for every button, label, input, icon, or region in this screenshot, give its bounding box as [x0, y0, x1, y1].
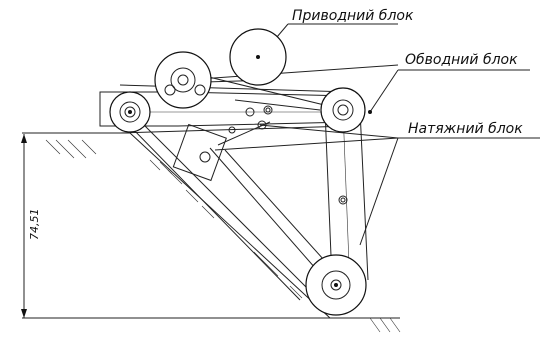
- drive-block-pulley: [229, 28, 287, 86]
- leader-lines: [184, 23, 540, 246]
- bypass-block-label: Обводний блок: [405, 52, 518, 68]
- left-pulley-assembly: [109, 51, 212, 133]
- tension-block-pulley: [305, 254, 367, 316]
- ground-hatch: [22, 132, 401, 333]
- height-dimension: 74,51: [21, 134, 41, 318]
- dimension-value: 74,51: [28, 209, 41, 241]
- bypass-block-pulley: [320, 87, 372, 133]
- drive-block-label: Приводний блок: [292, 8, 414, 24]
- fasteners: [199, 105, 348, 205]
- tension-block-label: Натяжний блок: [408, 121, 523, 137]
